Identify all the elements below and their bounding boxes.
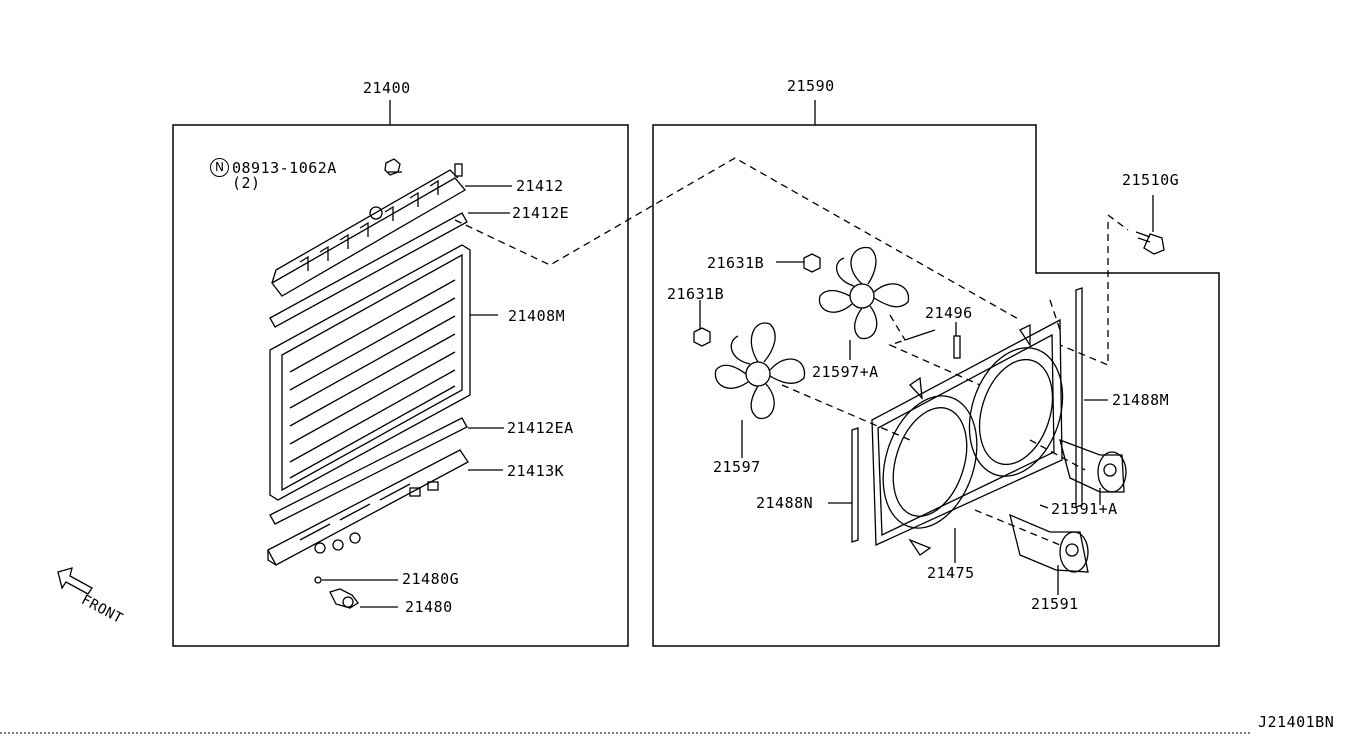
label-21480: 21480 [405, 598, 453, 616]
label-21412EA: 21412EA [507, 419, 574, 437]
label-21480G: 21480G [402, 570, 460, 588]
label-21591: 21591 [1031, 595, 1079, 613]
label-21413K: 21413K [507, 462, 565, 480]
label-21510G: 21510G [1122, 171, 1180, 189]
label-21496: 21496 [925, 304, 973, 322]
label-21631B-left: 21631B [667, 285, 725, 303]
fan-group-frame [652, 124, 1220, 647]
label-nut-part: 08913-1062A [232, 159, 337, 177]
clip-21496-icon [953, 335, 961, 359]
label-21631B-top: 21631B [707, 254, 765, 272]
label-21597: 21597 [713, 458, 761, 476]
side-seal-right-icon [1075, 287, 1083, 508]
label-21488N: 21488N [756, 494, 814, 512]
front-arrow-icon [57, 567, 93, 595]
radiator-group-frame [172, 124, 629, 647]
upper-seal-icon [269, 212, 468, 328]
fan-blade-lower-icon [714, 322, 806, 420]
fan-blade-upper-icon [818, 246, 910, 340]
label-21475: 21475 [927, 564, 975, 582]
nut-left-icon [693, 327, 711, 347]
label-21597A: 21597+A [812, 363, 879, 381]
label-nut-qty: (2) [232, 174, 261, 192]
n-symbol: N [210, 158, 229, 177]
bolt-21510G-icon [1135, 231, 1165, 255]
drain-cock-icon [329, 588, 359, 609]
motor-upper-icon [1059, 438, 1127, 493]
radiator-core-icon [269, 244, 498, 501]
label-radiator-assembly: 21400 [363, 79, 411, 97]
drain-oring-icon [314, 576, 322, 584]
diagram-id: J21401BN [1258, 713, 1335, 731]
lower-seal-icon [269, 417, 468, 525]
lower-tank-icon [267, 449, 469, 566]
label-21408M: 21408M [508, 307, 566, 325]
side-seal-left-icon [851, 427, 859, 543]
label-21412E: 21412E [512, 204, 570, 222]
label-21488M: 21488M [1112, 391, 1170, 409]
label-fan-assembly: 21590 [787, 77, 835, 95]
label-21591A: 21591+A [1051, 500, 1118, 518]
fan-shroud-icon [871, 318, 1064, 556]
motor-lower-icon [1009, 513, 1089, 573]
label-21412: 21412 [516, 177, 564, 195]
dashed-link [454, 157, 1021, 321]
nut-upper-icon [803, 253, 821, 273]
